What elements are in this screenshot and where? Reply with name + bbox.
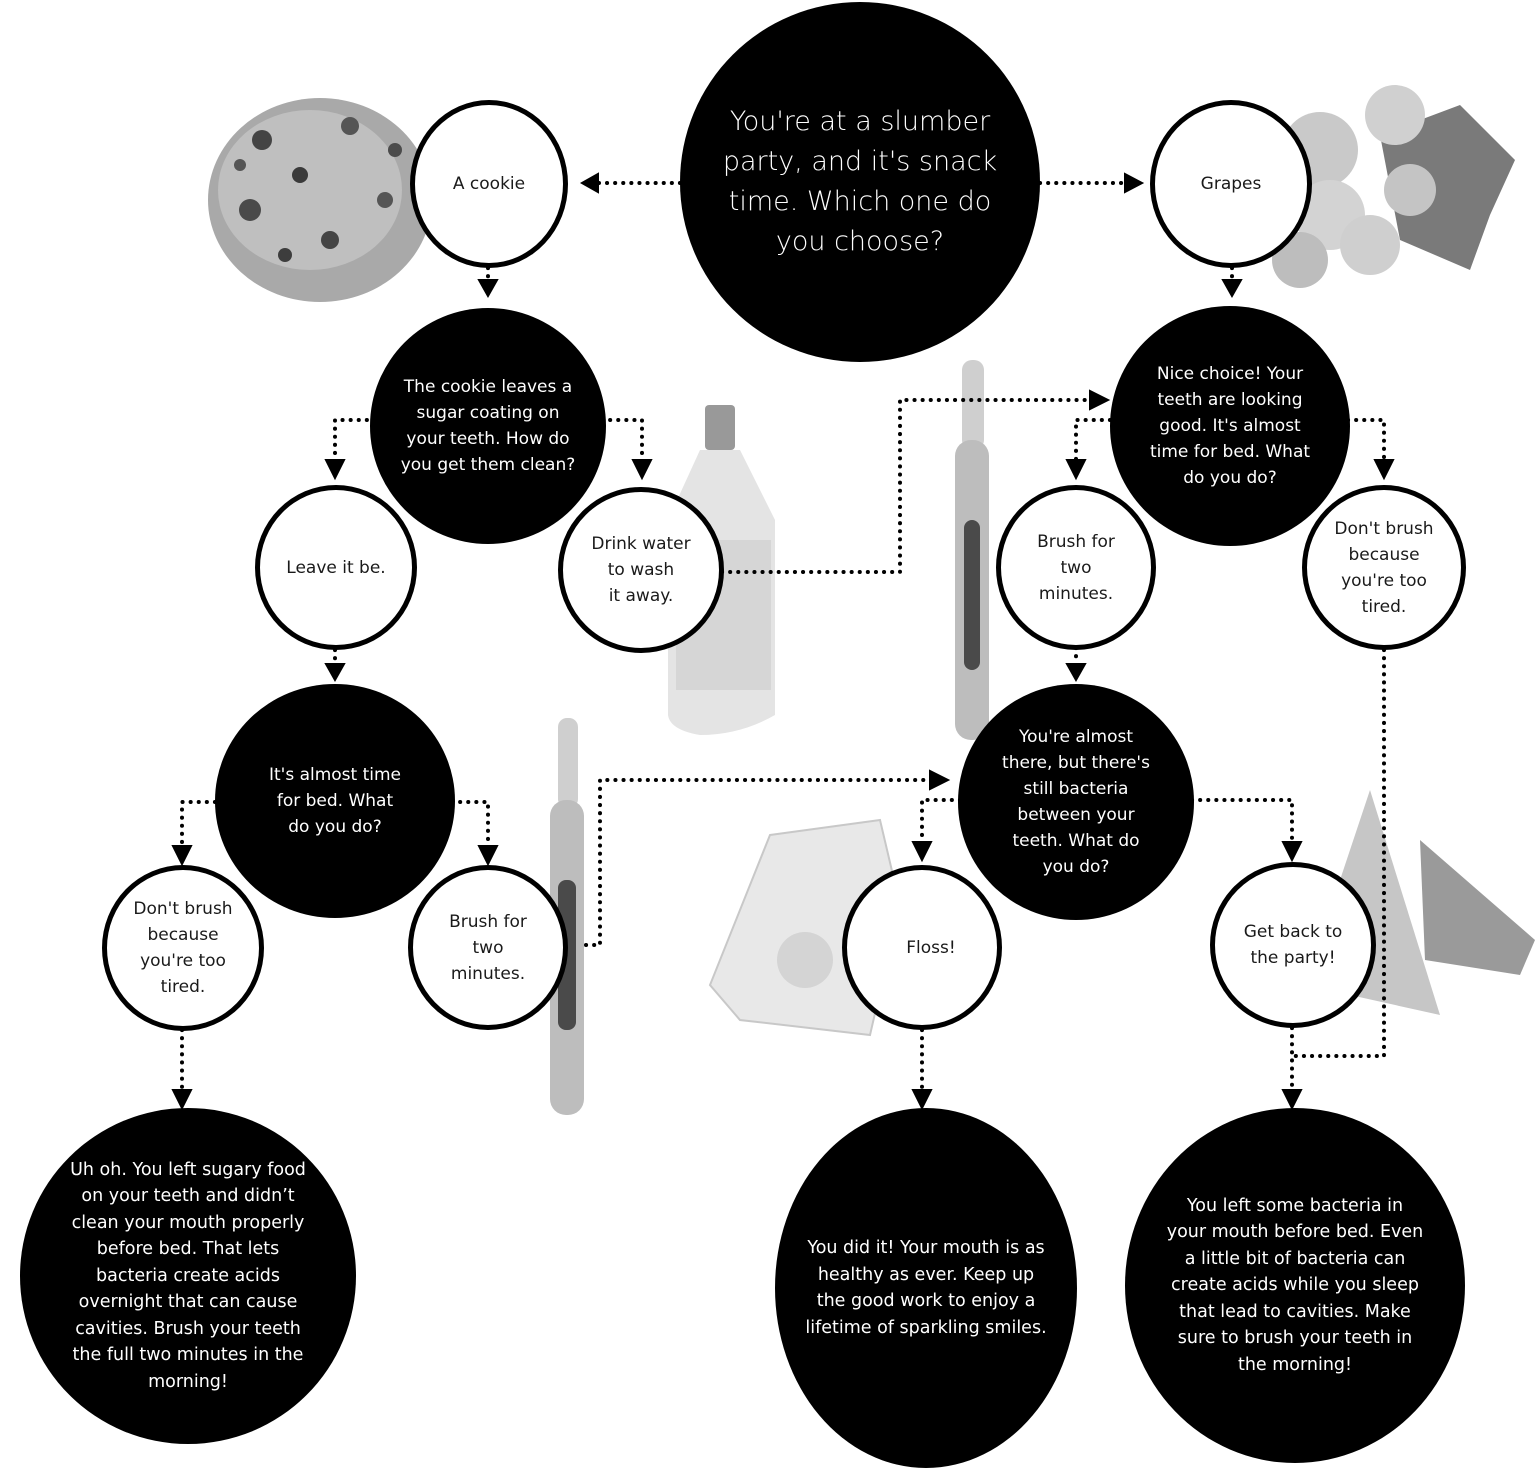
outcome-floss-text: You did it! Your mouth is as healthy as … bbox=[805, 1238, 1047, 1338]
connector-leave-to-bedtime bbox=[324, 648, 346, 683]
cookie-brush-text: Brush for two minutes. bbox=[449, 911, 527, 984]
cookie-illustration bbox=[208, 98, 432, 302]
leave-it-text: Leave it be. bbox=[286, 557, 386, 578]
get-back-party-node: Get back to the party! bbox=[1210, 862, 1376, 1028]
choice-grapes-node: Grapes bbox=[1150, 100, 1312, 268]
connector-almost-to-floss bbox=[911, 798, 962, 863]
grapes-illustration bbox=[1272, 85, 1515, 288]
cookie-dont-brush-text: Don't brush because you're too tired. bbox=[133, 899, 233, 997]
connector-grapesq-to-brush bbox=[1065, 418, 1112, 481]
cookie-brush-node: Brush for two minutes. bbox=[408, 865, 568, 1030]
grapes-dont-brush-text: Don't brush because you're too tired. bbox=[1334, 518, 1434, 617]
start-question-text: You're at a slumber party, and it's snac… bbox=[722, 106, 998, 257]
connector-dontbrush-right-to-party-outcome bbox=[1290, 648, 1386, 1058]
connector-grapes-to-question bbox=[1221, 266, 1243, 299]
floss-node: Floss! bbox=[842, 865, 1002, 1030]
grapes-dont-brush-node: Don't brush because you're too tired. bbox=[1302, 485, 1466, 650]
connector-dontbrush-to-outcome bbox=[171, 1028, 193, 1111]
cookie-question-node: The cookie leaves a sugar coating on you… bbox=[370, 308, 606, 544]
outcome-cookie-node: Uh oh. You left sugary food on your teet… bbox=[20, 1108, 356, 1444]
connector-brush-to-almost-right bbox=[1065, 646, 1087, 683]
toothbrush-illustration-top bbox=[955, 360, 989, 740]
connector-bedtime-to-dontbrush bbox=[171, 800, 217, 867]
grapes-question-node: Nice choice! Your teeth are looking good… bbox=[1110, 306, 1350, 546]
choice-cookie-text: A cookie bbox=[452, 174, 526, 194]
outcome-party-node: You left some bacteria in your mouth bef… bbox=[1125, 1108, 1465, 1463]
bedtime-question-node: It's almost time for bed. What do you do… bbox=[215, 684, 455, 918]
connector-cookie-to-question bbox=[477, 266, 499, 299]
choice-cookie-node: A cookie bbox=[410, 100, 568, 268]
drink-water-node: Drink water to wash it away. bbox=[558, 487, 724, 653]
cookie-dont-brush-node: Don't brush because you're too tired. bbox=[102, 865, 264, 1031]
outcome-party-text: You left some bacteria in your mouth bef… bbox=[1166, 1195, 1424, 1375]
connector-start-to-grapes bbox=[1038, 172, 1145, 194]
connector-floss-to-outcome bbox=[911, 1028, 933, 1111]
connector-party-to-outcome bbox=[1281, 1026, 1303, 1111]
grapes-question-text: Nice choice! Your teeth are looking good… bbox=[1149, 364, 1311, 488]
connector-question-to-leave bbox=[324, 418, 377, 481]
leave-it-node: Leave it be. bbox=[255, 485, 417, 650]
start-question-node: You're at a slumber party, and it's snac… bbox=[680, 2, 1040, 362]
floss-text: Floss! bbox=[906, 937, 956, 958]
grapes-brush-text: Brush for two minutes. bbox=[1037, 531, 1115, 604]
outcome-floss-node: You did it! Your mouth is as healthy as … bbox=[775, 1108, 1077, 1468]
choice-grapes-text: Grapes bbox=[1200, 174, 1262, 194]
connector-almost-to-party bbox=[1190, 798, 1303, 863]
connector-grapesq-to-dontbrush bbox=[1346, 418, 1395, 481]
drink-water-text: Drink water to wash it away. bbox=[591, 534, 691, 606]
cookie-question-text: The cookie leaves a sugar coating on you… bbox=[400, 377, 576, 475]
connector-bedtime-to-brush bbox=[450, 800, 499, 867]
almost-there-text: You're almost there, but there's still b… bbox=[1002, 727, 1150, 877]
connector-question-to-water bbox=[600, 418, 653, 481]
grapes-brush-node: Brush for two minutes. bbox=[996, 485, 1156, 650]
connector-start-to-cookie bbox=[579, 172, 682, 194]
get-back-party-text: Get back to the party! bbox=[1243, 922, 1343, 968]
outcome-cookie-text: Uh oh. You left sugary food on your teet… bbox=[70, 1159, 306, 1392]
almost-there-node: You're almost there, but there's still b… bbox=[958, 684, 1194, 920]
connector-water-to-grapes-question bbox=[720, 389, 1111, 574]
connector-brush-to-almost bbox=[584, 769, 951, 947]
bedtime-question-text: It's almost time for bed. What do you do… bbox=[268, 765, 402, 837]
